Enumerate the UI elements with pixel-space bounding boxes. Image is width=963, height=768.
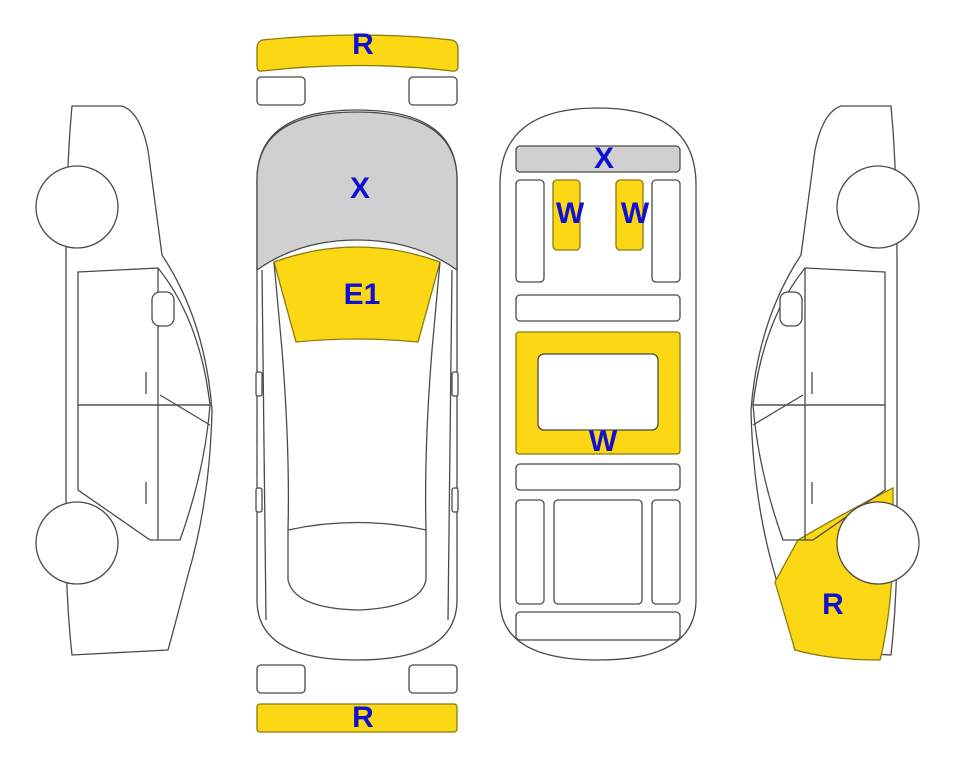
- marker-hood: X: [350, 172, 370, 205]
- front-left-light-icon: [256, 76, 306, 106]
- marker-seat-left: W: [556, 197, 585, 230]
- top-view-right-rear-handle-icon: [451, 487, 459, 513]
- left-side-front-wheel-icon: [35, 165, 119, 249]
- marker-front-bumper: R: [352, 28, 374, 61]
- front-bumper[interactable]: [256, 34, 459, 72]
- right-side-rear-wheel-icon: [836, 501, 920, 585]
- rear-seat-cushion: [537, 353, 659, 431]
- damage-markers: R X E1 X W W W R R: [344, 28, 845, 734]
- interior-right-rear-panel: [651, 499, 681, 605]
- interior-rear-bar: [515, 611, 681, 641]
- top-view-body: [256, 109, 458, 661]
- interior-lower-bar: [515, 463, 681, 491]
- left-side-mirror-icon: [151, 291, 175, 327]
- right-side-mirror-icon: [779, 291, 803, 327]
- top-view-left-rear-handle-icon: [255, 487, 263, 513]
- top-view-left-sill: [261, 269, 267, 621]
- marker-seat-right: W: [621, 197, 650, 230]
- rear-right-light-icon: [408, 664, 458, 694]
- left-side-view: [35, 105, 213, 656]
- interior-left-door-panel: [515, 179, 545, 283]
- front-right-light-icon: [408, 76, 458, 106]
- seat-right[interactable]: [615, 179, 644, 251]
- interior-right-door-panel: [651, 179, 681, 283]
- interior-trunk: [553, 499, 643, 605]
- hood[interactable]: [256, 111, 458, 272]
- top-view-rear-window: [287, 521, 427, 611]
- seat-left[interactable]: [552, 179, 581, 251]
- right-side-view: [750, 105, 920, 661]
- marker-roof-front: X: [594, 142, 614, 175]
- left-side-rear-wheel-icon: [35, 501, 119, 585]
- left-side-rear-window-frame: [77, 404, 211, 541]
- right-side-rear-window-frame: [752, 404, 886, 541]
- top-view-right-mirror-icon: [451, 371, 459, 397]
- top-view: [255, 34, 459, 733]
- right-side-front-wheel-icon: [836, 165, 920, 249]
- roof-front[interactable]: [515, 145, 681, 173]
- rear-left-light-icon: [256, 664, 306, 694]
- interior-middle-bar: [515, 294, 681, 322]
- interior-view: [499, 107, 697, 661]
- interior-left-rear-panel: [515, 499, 545, 605]
- top-view-left-pillar: [273, 261, 290, 531]
- right-side-mirror-line: [752, 394, 804, 426]
- marker-rear-seat: W: [589, 425, 618, 458]
- marker-rear-bumper: R: [352, 701, 374, 734]
- top-view-left-mirror-icon: [255, 371, 263, 397]
- top-view-right-pillar: [424, 261, 441, 531]
- rear-bumper[interactable]: [256, 703, 458, 733]
- top-view-right-sill: [447, 269, 453, 621]
- left-side-mirror-line: [159, 394, 211, 426]
- marker-right-rear-quarter: R: [822, 588, 844, 621]
- marker-windshield: E1: [344, 278, 381, 311]
